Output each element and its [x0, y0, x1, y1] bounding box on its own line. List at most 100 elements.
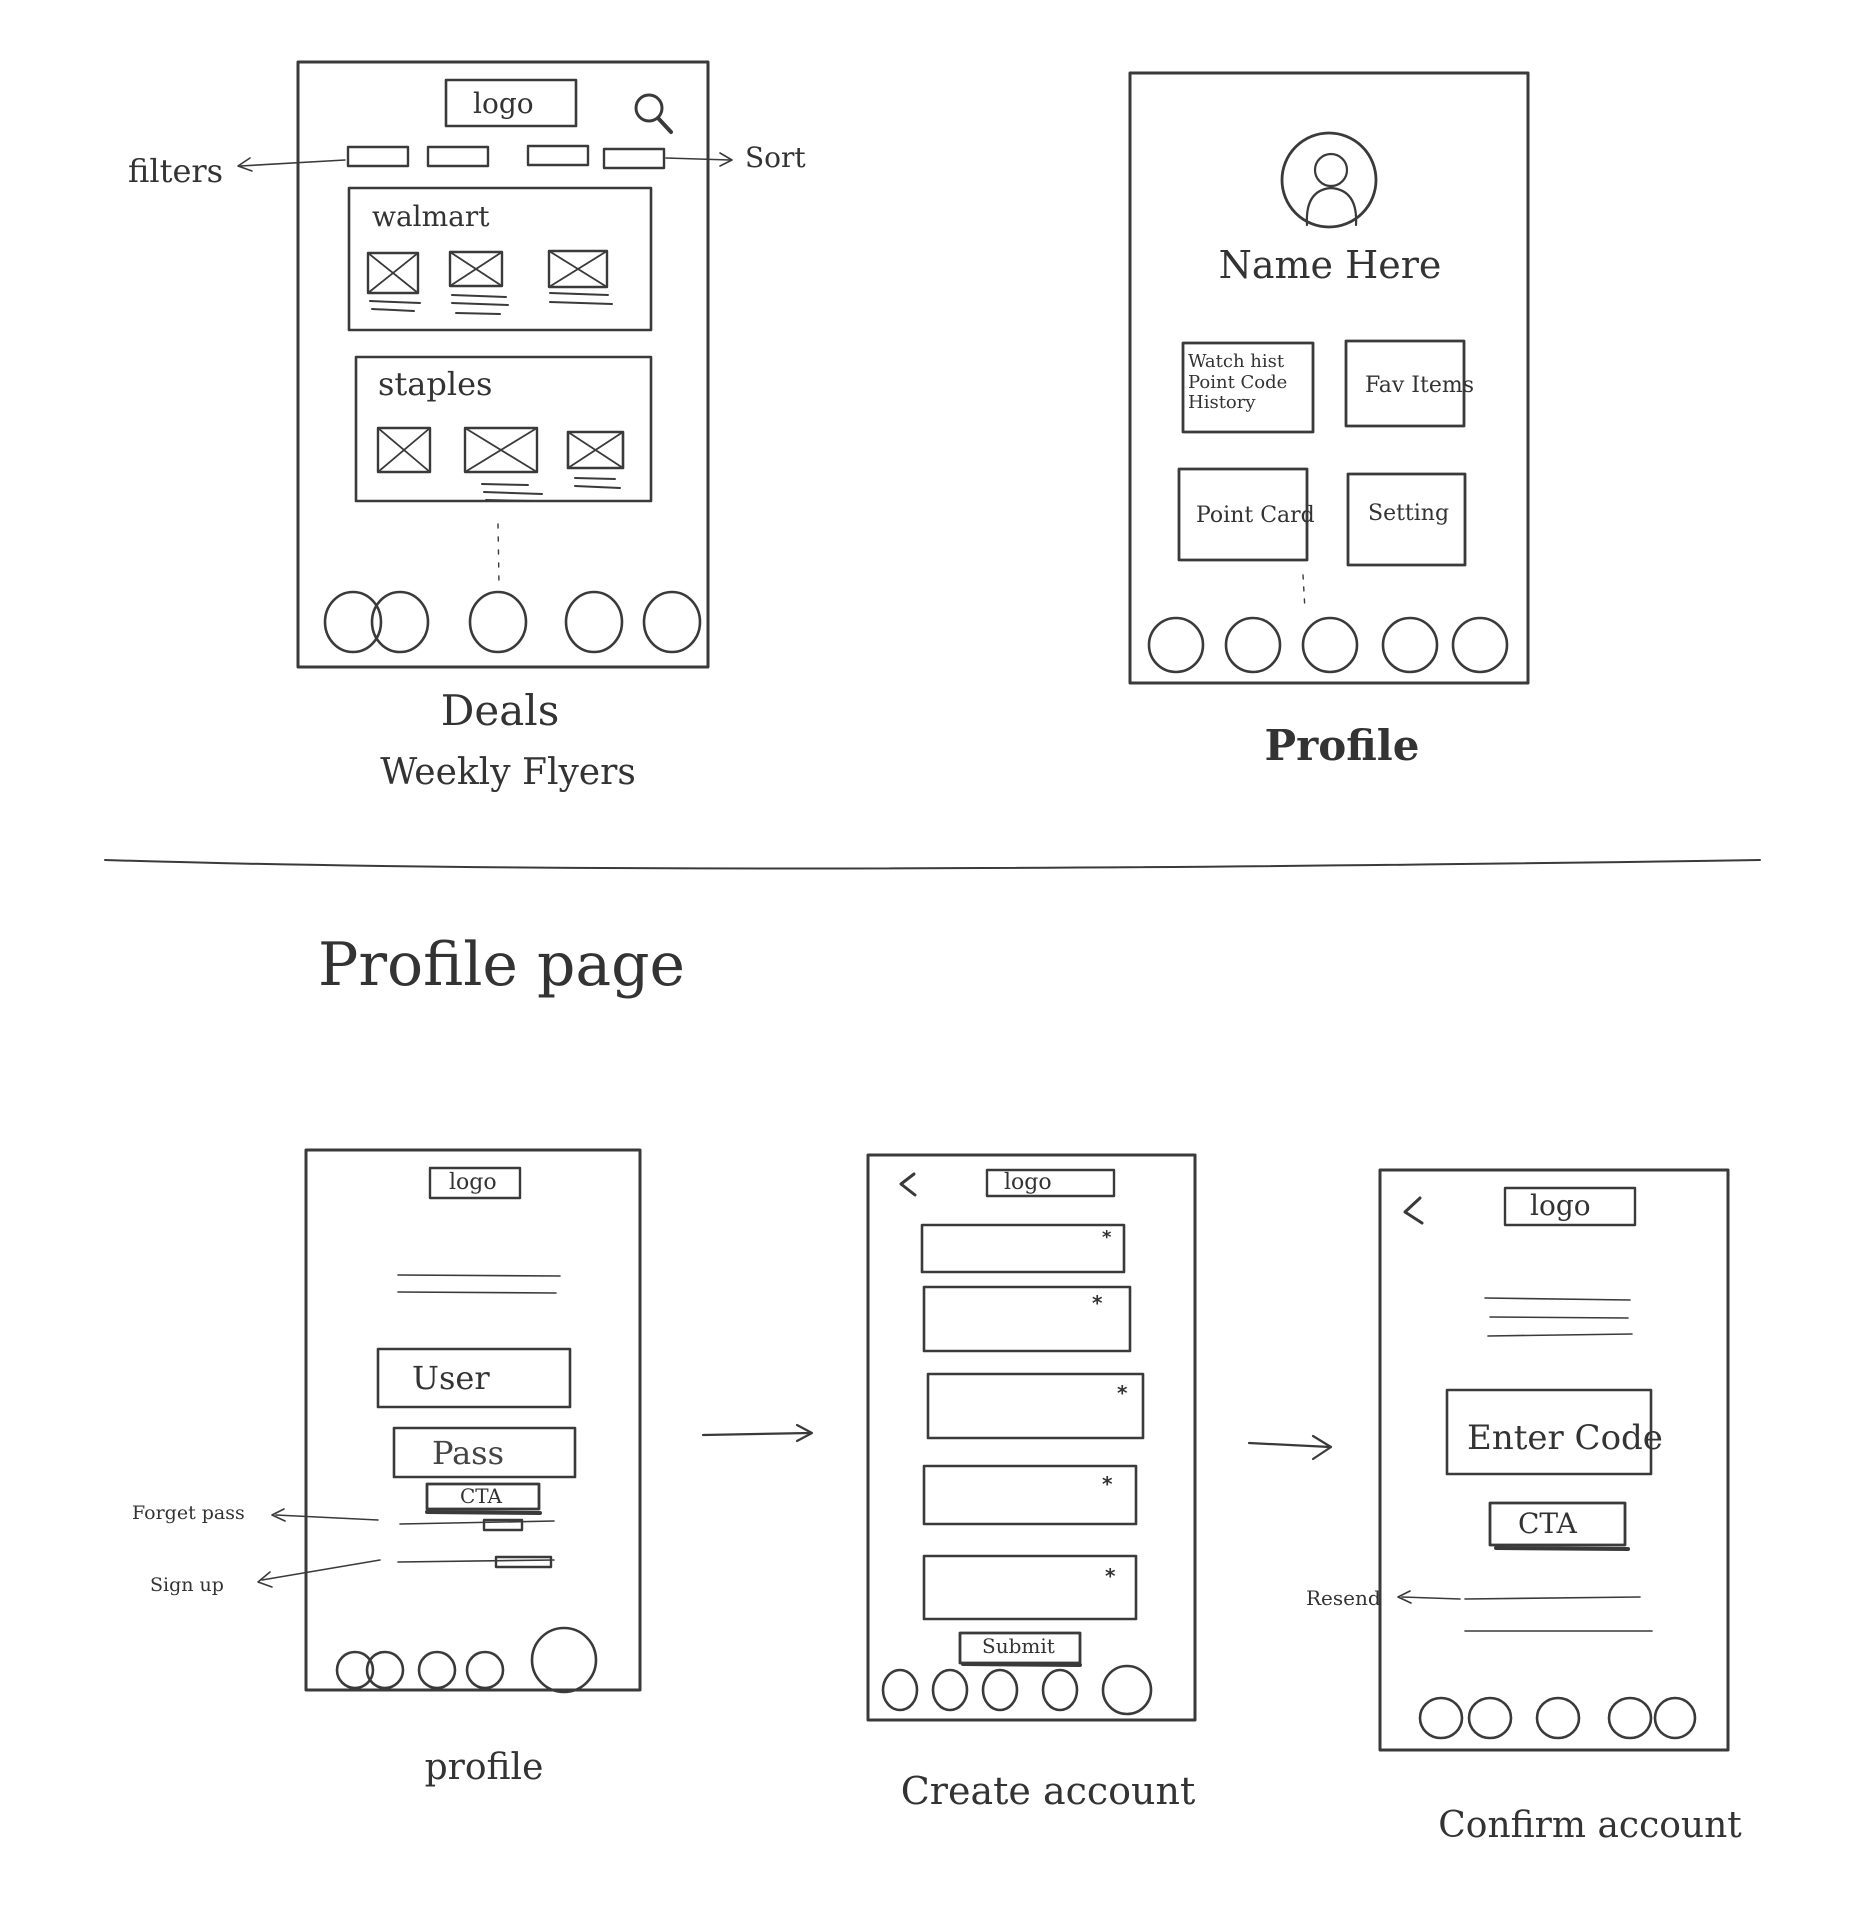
cta-shadow	[1494, 1546, 1630, 1551]
submit-button-label: Submit	[982, 1634, 1055, 1658]
confirm-account-screen	[1378, 1168, 1730, 1752]
required-marker: *	[1092, 1291, 1103, 1315]
create-account-screen	[866, 1153, 1197, 1722]
section-divider	[104, 859, 1761, 870]
nav-dot[interactable]	[1147, 616, 1205, 674]
store-name-walmart: walmart	[372, 200, 490, 233]
user-field-box[interactable]	[376, 1347, 572, 1409]
nav-dot[interactable]	[1535, 1696, 1581, 1740]
nav-dot[interactable]	[1301, 616, 1359, 674]
forget-pass-line	[399, 1520, 555, 1525]
nav-dot-active[interactable]	[530, 1626, 598, 1694]
nav-dot[interactable]	[370, 590, 430, 654]
tile-fav-items[interactable]	[1344, 339, 1466, 428]
filter-chip[interactable]	[346, 145, 410, 168]
nav-dot-active[interactable]	[1451, 616, 1509, 674]
code-field-box[interactable]	[1445, 1388, 1653, 1476]
back-chevron-icon[interactable]	[1403, 1196, 1424, 1225]
confirm-logo-box	[1503, 1186, 1637, 1227]
flow-arrow	[1247, 1441, 1332, 1449]
create-logo-box	[985, 1168, 1116, 1198]
nav-dot[interactable]	[881, 1668, 919, 1712]
user-field-label: User	[412, 1359, 490, 1397]
profile-caption: Profile	[1264, 721, 1420, 770]
filters-arrow-head	[237, 157, 253, 172]
resend-arrow	[1401, 1596, 1461, 1600]
cta-shadow	[425, 1510, 542, 1515]
signup-field-4[interactable]	[922, 1464, 1138, 1526]
nav-dot[interactable]	[1467, 1696, 1513, 1740]
sign-up-line	[397, 1559, 555, 1563]
nav-dot[interactable]	[931, 1668, 969, 1712]
pass-field-box[interactable]	[392, 1426, 577, 1479]
required-marker: *	[1102, 1472, 1113, 1496]
flow-arrow	[701, 1431, 812, 1437]
nav-dot[interactable]	[642, 590, 702, 654]
nav-dot[interactable]	[1607, 1696, 1653, 1740]
intro-text-lines	[1484, 1297, 1633, 1337]
product-image-placeholder	[448, 250, 504, 288]
search-icon[interactable]	[634, 93, 673, 134]
product-text-lines	[481, 477, 621, 502]
tile-setting[interactable]	[1346, 472, 1467, 567]
signup-field-2[interactable]	[922, 1285, 1132, 1353]
nav-dot[interactable]	[1381, 616, 1439, 674]
forget-pass-annotation: Forget pass	[132, 1502, 245, 1524]
nav-dot[interactable]	[1041, 1668, 1079, 1712]
resend-line	[1464, 1596, 1641, 1600]
filter-chip[interactable]	[426, 145, 490, 168]
deals-caption-line2: Weekly Flyers	[380, 752, 636, 793]
forget-pass-arrow-head	[271, 1508, 286, 1522]
login-cta-label: CTA	[460, 1484, 502, 1508]
sign-up-link[interactable]	[494, 1555, 553, 1569]
product-text-lines	[369, 292, 613, 315]
resend-arrow-head	[1397, 1590, 1412, 1604]
deals-caption-line1: Deals	[440, 686, 560, 735]
submit-shadow	[961, 1662, 1082, 1667]
nav-dot[interactable]	[335, 1650, 375, 1690]
forget-pass-arrow	[275, 1514, 379, 1521]
product-image-placeholder	[376, 426, 432, 474]
signup-field-1[interactable]	[920, 1223, 1126, 1274]
signup-field-5[interactable]	[922, 1554, 1138, 1621]
sort-annotation: Sort	[745, 141, 806, 174]
tile-watch-history[interactable]	[1181, 341, 1315, 434]
nav-dot[interactable]	[365, 1650, 405, 1690]
nav-dot-active[interactable]	[1653, 1696, 1697, 1740]
nav-dot[interactable]	[323, 590, 383, 654]
signup-field-3[interactable]	[926, 1372, 1145, 1440]
scroll-continuation	[497, 523, 500, 585]
sort-chip[interactable]	[602, 147, 666, 170]
login-caption: profile	[424, 1747, 544, 1788]
nav-dot[interactable]	[1418, 1696, 1464, 1740]
profile-screen	[1128, 71, 1530, 685]
forget-pass-link[interactable]	[482, 1518, 524, 1532]
filter-chip[interactable]	[526, 144, 590, 167]
resend-annotation: Resend	[1306, 1586, 1381, 1610]
store-card-walmart[interactable]	[347, 186, 653, 332]
back-chevron-icon[interactable]	[899, 1172, 917, 1197]
flow-arrow-head	[1311, 1434, 1333, 1461]
intro-text-lines	[397, 1274, 561, 1294]
nav-dot[interactable]	[468, 590, 528, 654]
tile-label-fav-items: Fav Items	[1365, 373, 1475, 398]
tile-label-watch-history: Watch hist Point Code History	[1188, 351, 1288, 414]
user-avatar-icon	[1280, 131, 1378, 229]
nav-dot[interactable]	[417, 1650, 457, 1690]
tile-point-card[interactable]	[1177, 467, 1309, 562]
deals-screen	[237, 60, 733, 669]
nav-dot[interactable]	[1224, 616, 1282, 674]
login-cta-box[interactable]	[425, 1482, 541, 1511]
nav-dot[interactable]	[465, 1650, 505, 1690]
nav-dot-active[interactable]	[1101, 1664, 1153, 1716]
filters-arrow	[239, 159, 346, 167]
nav-dot-active[interactable]	[564, 590, 624, 654]
nav-dot[interactable]	[981, 1668, 1019, 1712]
confirm-cta-label: CTA	[1518, 1507, 1577, 1540]
sign-up-arrow-head	[257, 1571, 273, 1588]
confirm-caption: Confirm account	[1438, 1805, 1742, 1846]
confirm-cta-box[interactable]	[1488, 1501, 1627, 1547]
deals-logo-box[interactable]	[444, 78, 578, 128]
